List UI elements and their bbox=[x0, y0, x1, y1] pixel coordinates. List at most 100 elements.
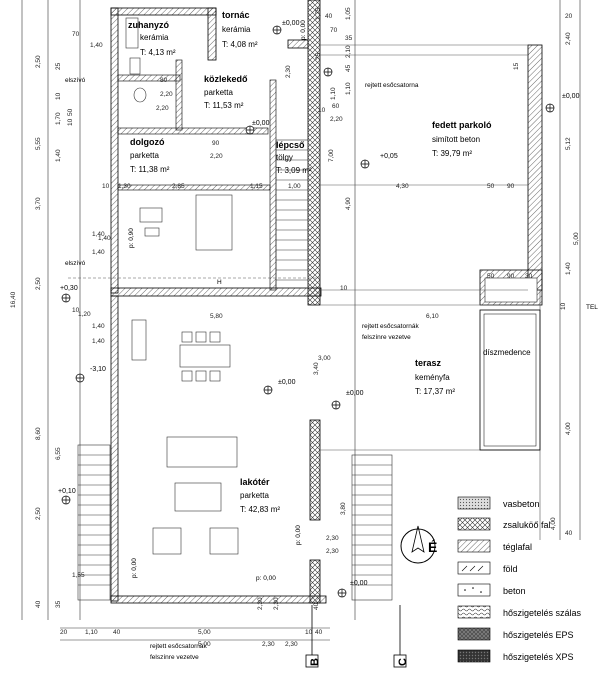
svg-text:10: 10 bbox=[340, 285, 348, 292]
svg-text:±0,00: ±0,00 bbox=[350, 580, 368, 587]
room-tornac-floor: kerámia bbox=[222, 25, 251, 34]
room-kozlekedo-area: T: 11,53 m² bbox=[204, 101, 244, 110]
level-marker-2: ±0,00 bbox=[245, 120, 270, 135]
note-p000-c: p: 0,00 bbox=[131, 558, 138, 578]
note-elszivo-2: elszívó bbox=[65, 260, 86, 267]
legend-item: hőszigetelés EPS bbox=[457, 627, 574, 641]
notes: elszívó elszívó rejtett esőcsatorna rejt… bbox=[65, 20, 598, 661]
dimension-lines bbox=[21, 0, 581, 641]
note-rejtett-2b: felszínre vezetve bbox=[362, 334, 411, 341]
svg-text:10: 10 bbox=[560, 302, 567, 310]
svg-text:1,55: 1,55 bbox=[72, 572, 85, 579]
svg-text:+0,30: +0,30 bbox=[60, 285, 78, 292]
svg-text:1,15: 1,15 bbox=[250, 183, 263, 190]
svg-text:3,80: 3,80 bbox=[340, 502, 347, 515]
room-terasz-area: T: 17,37 m² bbox=[415, 387, 455, 396]
room-labels: zuhanyzó kerámia T: 4,13 m² tornác kerám… bbox=[128, 10, 531, 514]
svg-text:±0,00: ±0,00 bbox=[346, 390, 364, 397]
svg-text:téglafal: téglafal bbox=[503, 542, 532, 552]
svg-text:1,40: 1,40 bbox=[92, 338, 105, 345]
svg-text:20: 20 bbox=[565, 13, 573, 20]
svg-text:zsaluköő fal: zsaluköő fal bbox=[503, 520, 551, 530]
svg-text:4,00: 4,00 bbox=[565, 422, 572, 435]
svg-text:40: 40 bbox=[35, 600, 42, 608]
svg-text:1,05: 1,05 bbox=[345, 7, 352, 20]
svg-text:±0,00: ±0,00 bbox=[278, 379, 296, 386]
svg-text:3,00: 3,00 bbox=[318, 355, 331, 362]
svg-text:25: 25 bbox=[55, 62, 62, 70]
svg-text:föld: föld bbox=[503, 564, 518, 574]
room-dolgozo-floor: parketta bbox=[130, 151, 159, 160]
svg-text:30: 30 bbox=[525, 273, 533, 280]
room-terasz-floor: keményfa bbox=[415, 373, 450, 382]
svg-text:35: 35 bbox=[55, 600, 62, 608]
dimension-labels-inner: 80 2,20 90 2,20 10 1,30 2,85 1,15 1,00 4… bbox=[98, 13, 580, 636]
legend-item: hőszigetelés XPS bbox=[457, 649, 574, 663]
room-terasz-name: terasz bbox=[415, 358, 442, 368]
level-marker-10: +0,10 bbox=[58, 488, 76, 505]
note-tel: TEL bbox=[586, 304, 598, 311]
note-elszivo-1: elszívó bbox=[65, 77, 86, 84]
dimension-labels-top: 1,75 25 1,05 2,10 1,10 10 bbox=[315, 7, 352, 114]
level-marker-3: +0,05 bbox=[360, 153, 398, 169]
svg-text:1,40: 1,40 bbox=[90, 42, 103, 49]
svg-text:1,40: 1,40 bbox=[55, 149, 62, 162]
room-kozlekedo-floor: parketta bbox=[204, 88, 233, 97]
room-zuhanyzo-name: zuhanyzó bbox=[128, 20, 170, 30]
svg-text:16,40: 16,40 bbox=[10, 291, 17, 308]
svg-text:90: 90 bbox=[507, 183, 515, 190]
room-lepcso-name: lépcső bbox=[276, 140, 305, 150]
svg-text:1,40: 1,40 bbox=[98, 235, 111, 242]
pool-outline bbox=[479, 309, 541, 451]
svg-text:40: 40 bbox=[313, 602, 320, 610]
svg-text:90: 90 bbox=[212, 140, 220, 147]
svg-text:5,80: 5,80 bbox=[210, 313, 223, 320]
svg-text:hőszigetelés XPS: hőszigetelés XPS bbox=[503, 652, 574, 662]
legend: vasbeton zsaluköő fal téglafal föld beto… bbox=[457, 496, 582, 663]
svg-text:hőszigetelés szálas: hőszigetelés szálas bbox=[503, 608, 582, 618]
level-marker-11 bbox=[323, 67, 333, 77]
svg-text:60: 60 bbox=[332, 103, 340, 110]
svg-text:45: 45 bbox=[345, 64, 352, 72]
svg-text:1,10: 1,10 bbox=[85, 629, 98, 636]
dimension-labels-left: 70 1,40 25 2,50 10 1,70 10 50 1,40 5,55 … bbox=[10, 31, 105, 608]
svg-text:2,50: 2,50 bbox=[35, 507, 42, 520]
room-tornac-name: tornác bbox=[222, 10, 250, 20]
svg-text:3,40: 3,40 bbox=[313, 362, 320, 375]
svg-text:1,00: 1,00 bbox=[288, 183, 301, 190]
svg-text:25: 25 bbox=[315, 52, 322, 60]
label-diszmedence: díszmedence bbox=[483, 348, 531, 357]
svg-text:2,30: 2,30 bbox=[257, 597, 264, 610]
svg-text:2,50: 2,50 bbox=[35, 55, 42, 68]
svg-text:-3,10: -3,10 bbox=[90, 366, 106, 373]
svg-text:5,00: 5,00 bbox=[198, 641, 211, 648]
room-fedett-parkolo-name: fedett parkoló bbox=[432, 120, 492, 130]
svg-text:35: 35 bbox=[345, 35, 353, 42]
note-p000-d: p: 0,00 bbox=[300, 20, 307, 40]
svg-text:70: 70 bbox=[330, 27, 338, 34]
svg-text:2,30: 2,30 bbox=[285, 641, 298, 648]
section-c-label: C bbox=[397, 658, 409, 666]
svg-text:±0,00: ±0,00 bbox=[562, 93, 580, 100]
svg-text:1,70: 1,70 bbox=[55, 112, 62, 125]
level-marker-5: ±0,00 bbox=[263, 379, 296, 395]
note-p090: p: 0,90 bbox=[128, 228, 135, 248]
svg-text:80: 80 bbox=[160, 77, 168, 84]
room-lepcso-floor: tölgy bbox=[276, 153, 293, 162]
svg-text:2,40: 2,40 bbox=[565, 32, 572, 45]
svg-text:5,55: 5,55 bbox=[35, 137, 42, 150]
room-fedett-parkolo-floor: simított beton bbox=[432, 135, 480, 144]
svg-text:hőszigetelés EPS: hőszigetelés EPS bbox=[503, 630, 574, 640]
svg-text:70: 70 bbox=[72, 31, 80, 38]
svg-text:2,30: 2,30 bbox=[326, 535, 339, 542]
svg-text:6,10: 6,10 bbox=[426, 313, 439, 320]
svg-text:6,55: 6,55 bbox=[55, 447, 62, 460]
legend-item: vasbeton bbox=[457, 496, 540, 510]
svg-text:+0,10: +0,10 bbox=[58, 488, 76, 495]
svg-text:50: 50 bbox=[487, 183, 495, 190]
room-dolgozo-name: dolgozó bbox=[130, 137, 165, 147]
svg-text:4,30: 4,30 bbox=[396, 183, 409, 190]
svg-text:1,40: 1,40 bbox=[92, 231, 105, 238]
svg-text:1,10: 1,10 bbox=[345, 82, 352, 95]
svg-text:15: 15 bbox=[513, 62, 520, 70]
